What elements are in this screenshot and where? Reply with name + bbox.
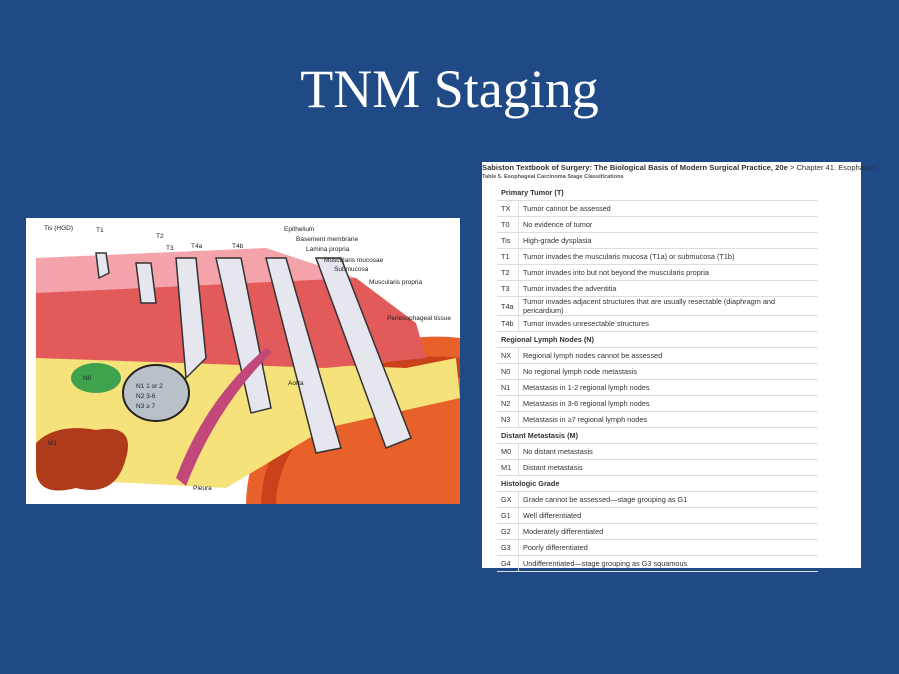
section-header: Primary Tumor (T) [497,185,818,201]
stage-code: Tis [497,232,519,249]
stage-description: Tumor cannot be assessed [518,200,818,217]
staging-table-panel: Sabiston Textbook of Surgery: The Biolog… [482,162,876,572]
stage-description: Tumor invades unresectable structures [518,315,818,332]
stage-description: Metastasis in 3-6 regional lymph nodes [518,395,818,412]
stage-description: Metastasis in 1-2 regional lymph nodes [518,379,818,396]
stage-description: Distant metastasis [518,459,818,476]
stage-code: N1 [497,379,519,396]
stage-description: No regional lymph node metastasis [518,363,818,380]
label-n2: N2 3-6 [136,393,156,400]
stage-code: M0 [497,443,519,460]
stage-code: TX [497,200,519,217]
stage-description: Tumor invades into but not beyond the mu… [518,264,818,281]
table-caption: Table 5. Esophageal Carcinoma Stage Clas… [482,174,624,180]
label-t1: T1 [96,227,104,234]
label-submucosa: Submucosa [334,266,369,273]
section-header-row: Histologic Grade [497,475,818,492]
label-m1: M1 [48,440,57,447]
section-header-row: Primary Tumor (T) [497,185,818,201]
section-header: Histologic Grade [497,475,818,492]
label-lamina-propria: Lamina propria [306,246,350,253]
label-pleura: Pleura [193,485,212,492]
stage-description: Metastasis in ≥7 regional lymph nodes [518,411,818,428]
stage-code: T1 [497,248,519,265]
slide-title: TNM Staging [300,59,599,119]
stage-description: Undifferentiated—stage grouping as G3 sq… [518,555,818,572]
stage-code: N0 [497,363,519,380]
label-n3: N3 ≥ 7 [136,403,155,410]
stage-description: Grade cannot be assessed—stage grouping … [518,491,818,508]
stage-code: GX [497,491,519,508]
stage-description: Well differentiated [518,507,818,524]
stage-code: T0 [497,216,519,233]
label-muscularis-propria: Muscularis propria [369,279,422,286]
label-muscularis-mucosae: Muscularis mucosae [324,257,384,264]
stage-code: T4a [497,296,519,316]
stage-description: No evidence of tumor [518,216,818,233]
stage-code: G3 [497,539,519,556]
label-basement-membrane: Basement membrane [296,236,359,243]
stage-description: High-grade dysplasia [518,232,818,249]
stage-code: NX [497,347,519,364]
label-tis: Tis (HGD) [44,225,73,232]
stage-description: Tumor invades the muscularis mucosa (T1a… [518,248,818,265]
section-header: Distant Metastasis (M) [497,427,818,444]
stage-code: T3 [497,280,519,297]
stage-description: Moderately differentiated [518,523,818,540]
stage-description: Tumor invades adjacent structures that a… [518,296,818,316]
stage-code: N3 [497,411,519,428]
source-chapter[interactable]: > Chapter 41. Esophagus [787,163,877,172]
stage-code: M1 [497,459,519,476]
label-n1: N1 1 or 2 [136,383,163,390]
section-header-row: Distant Metastasis (M) [497,427,818,444]
stage-description: Regional lymph nodes cannot be assessed [518,347,818,364]
diagram-illustration: Tis (HGD) T1 T2 T3 T4a T4b Epithelium Ba… [36,225,460,504]
stage-description: Poorly differentiated [518,539,818,556]
label-n0: N0 [83,375,92,382]
label-aorta: Aorta [288,380,304,387]
label-t4b: T4b [232,243,244,250]
stage-code: G4 [497,555,519,572]
label-periesophageal: Periesophageal tissue [387,315,451,322]
stage-code: T4b [497,315,519,332]
esophageal-staging-diagram: Tis (HGD) T1 T2 T3 T4a T4b Epithelium Ba… [26,218,460,504]
stage-code: N2 [497,395,519,412]
label-t3: T3 [166,245,174,252]
table-source: Sabiston Textbook of Surgery: The Biolog… [482,163,876,172]
section-header-row: Regional Lymph Nodes (N) [497,331,818,348]
source-title: Sabiston Textbook of Surgery: The Biolog… [482,163,788,172]
stage-description: No distant metastasis [518,443,818,460]
label-t2: T2 [156,233,164,240]
stage-description: Tumor invades the adventitia [518,280,818,297]
stage-code: T2 [497,264,519,281]
label-epithelium: Epithelium [284,226,314,233]
section-header: Regional Lymph Nodes (N) [497,331,818,348]
label-t4a: T4a [191,243,203,250]
stage-code: G2 [497,523,519,540]
stage-code: G1 [497,507,519,524]
